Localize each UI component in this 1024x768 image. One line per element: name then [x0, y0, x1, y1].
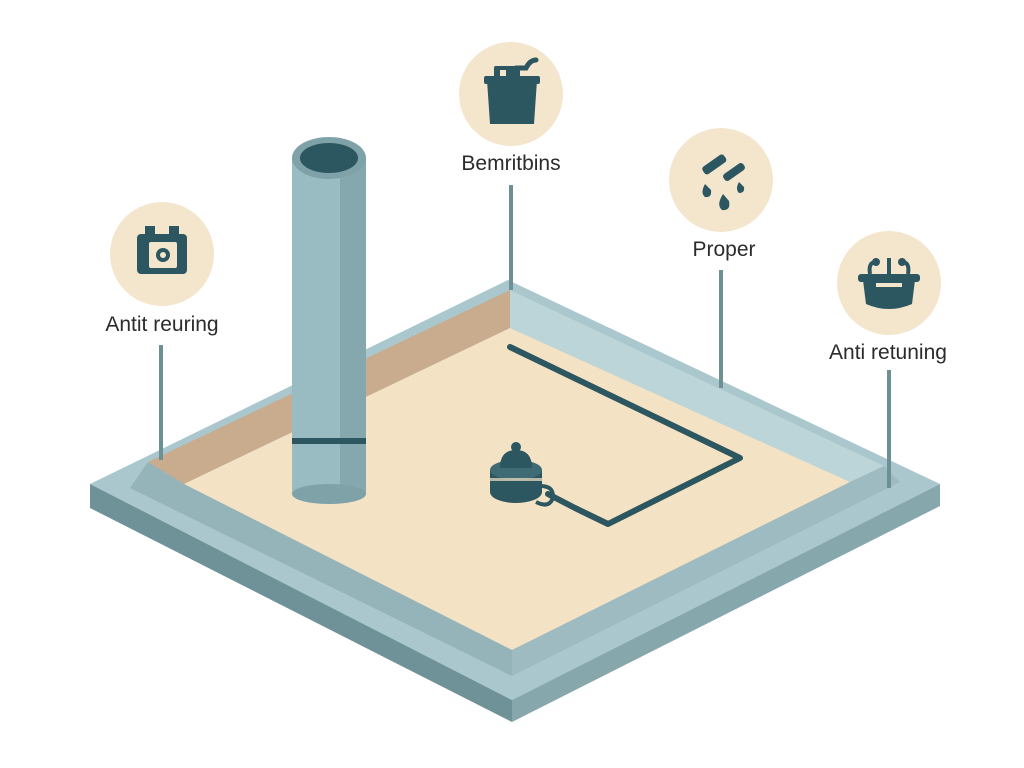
leader-lines	[159, 185, 891, 488]
callout-1-label: Antit reuring	[105, 313, 218, 336]
slab-right-face	[512, 484, 940, 722]
inner-wall-right	[510, 290, 884, 482]
callout-3-label: Proper	[692, 238, 755, 261]
slab-front-lip-left	[130, 462, 512, 676]
slab-left-face	[90, 484, 512, 722]
drip-icon	[702, 154, 745, 211]
slab-front-lip-right	[512, 466, 900, 676]
vent-pipe	[292, 137, 366, 504]
cooking-pot-icon	[858, 258, 920, 309]
battery-icon	[137, 226, 187, 274]
bucket-icon	[484, 57, 540, 124]
callout-2-label: Bemritbins	[461, 152, 560, 175]
callout-2: Bemritbins	[459, 42, 563, 175]
callout-1: Antit reuring	[105, 202, 219, 336]
callout-4: Anti retuning	[829, 231, 947, 364]
callout-4-label: Anti retuning	[829, 341, 947, 364]
callout-3: Proper	[669, 128, 773, 261]
sump-pump-icon	[490, 442, 555, 507]
drain-line	[507, 344, 743, 527]
callout-3-badge	[669, 128, 773, 232]
